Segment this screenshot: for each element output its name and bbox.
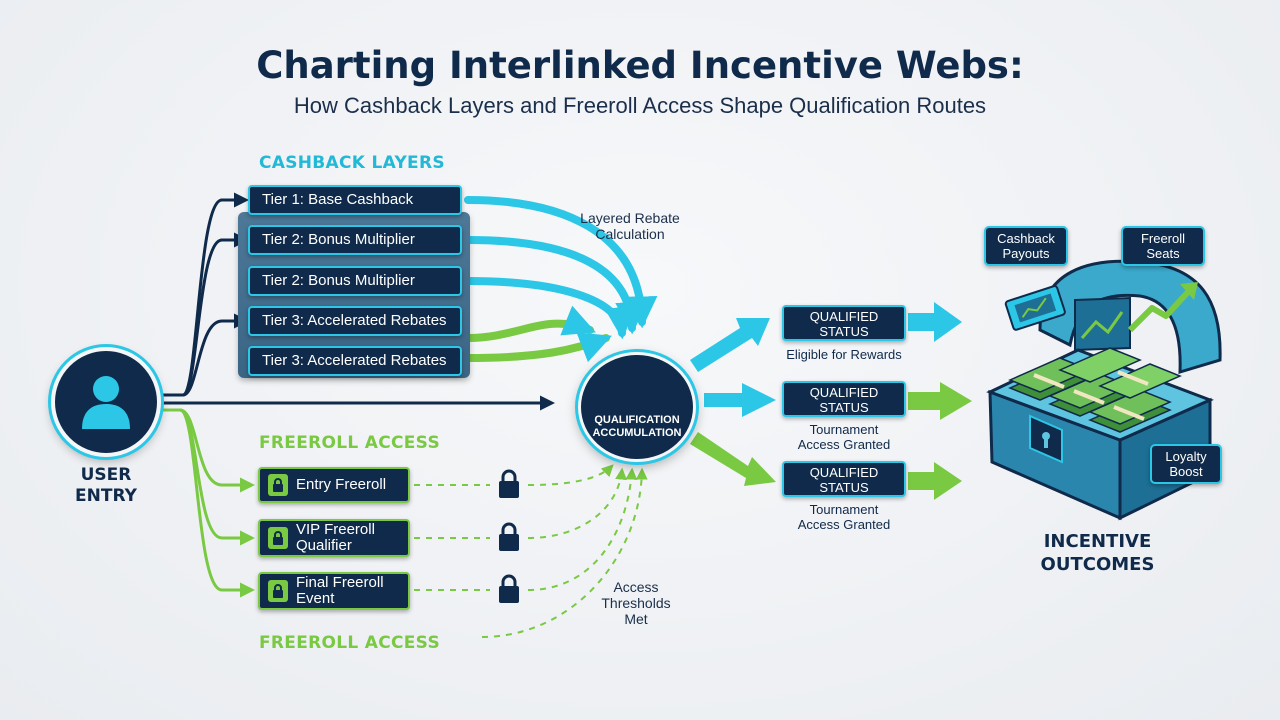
lock-icon	[268, 580, 288, 602]
user-entry-node[interactable]	[51, 347, 161, 457]
cashback-tier-2[interactable]: Tier 2: Bonus Multiplier	[248, 225, 462, 255]
freeroll-item-vip[interactable]: VIP Freeroll Qualifier	[258, 519, 410, 557]
layered-rebate-note: Layered Rebate Calculation	[580, 210, 680, 242]
lock-icons	[499, 469, 519, 603]
freeroll-item-entry[interactable]: Entry Freeroll	[258, 467, 410, 503]
qualification-hub[interactable]	[578, 352, 696, 462]
callout-cashback-payouts: Cashback Payouts	[984, 226, 1068, 266]
freeroll-dashed-links	[414, 464, 648, 638]
incentive-outcomes-label: INCENTIVE OUTCOMES	[1040, 531, 1155, 575]
qualification-hub-label: QUALIFICATION ACCUMULATION	[592, 414, 682, 439]
hub-to-status-arrows	[690, 318, 776, 486]
freeroll-item-final[interactable]: Final Freeroll Event	[258, 572, 410, 610]
lock-icon	[268, 474, 288, 496]
callout-loyalty-boost: Loyalty Boost	[1150, 444, 1222, 484]
qualified-status-3[interactable]: QUALIFIED STATUS	[782, 461, 906, 497]
lock-icon	[499, 522, 519, 551]
status-to-outcome-arrows	[908, 302, 972, 500]
user-icon	[82, 376, 130, 429]
access-thresholds-note: Access Thresholds Met	[601, 579, 671, 627]
freeroll-item-label: Entry Freeroll	[296, 476, 387, 493]
status-caption-2: Tournament Access Granted	[797, 422, 891, 452]
lock-icon	[499, 469, 519, 498]
page-title: Charting Interlinked Incentive Webs:	[256, 44, 1024, 87]
freeroll-item-label: Final Freeroll Event	[296, 574, 384, 607]
lock-icon	[499, 574, 519, 603]
cashback-tier-3[interactable]: Tier 2: Bonus Multiplier	[248, 266, 462, 296]
status-caption-3: Tournament Access Granted	[797, 502, 891, 532]
user-to-cashback-links	[160, 192, 555, 411]
qualified-status-1[interactable]: QUALIFIED STATUS	[782, 305, 906, 341]
callout-freeroll-seats: Freeroll Seats	[1121, 226, 1205, 266]
user-entry-label: USER ENTRY	[75, 465, 137, 506]
cashback-tier-5[interactable]: Tier 3: Accelerated Rebates	[248, 346, 462, 376]
user-to-freeroll-links	[160, 408, 255, 598]
page-subtitle: How Cashback Layers and Freeroll Access …	[293, 93, 987, 118]
cashback-tier-1[interactable]: Tier 1: Base Cashback	[248, 185, 462, 215]
freeroll-heading-bottom: FREEROLL ACCESS	[259, 633, 440, 653]
cashback-green-flows	[464, 305, 612, 363]
status-caption-1: Eligible for Rewards	[786, 347, 902, 362]
lock-icon	[268, 527, 288, 549]
freeroll-heading: FREEROLL ACCESS	[259, 433, 440, 453]
freeroll-item-label: VIP Freeroll Qualifier	[296, 521, 375, 554]
cashback-tier-4[interactable]: Tier 3: Accelerated Rebates	[248, 306, 462, 336]
qualified-status-2[interactable]: QUALIFIED STATUS	[782, 381, 906, 417]
cashback-to-hub-flows	[464, 196, 658, 340]
cashback-heading: CASHBACK LAYERS	[259, 153, 445, 173]
